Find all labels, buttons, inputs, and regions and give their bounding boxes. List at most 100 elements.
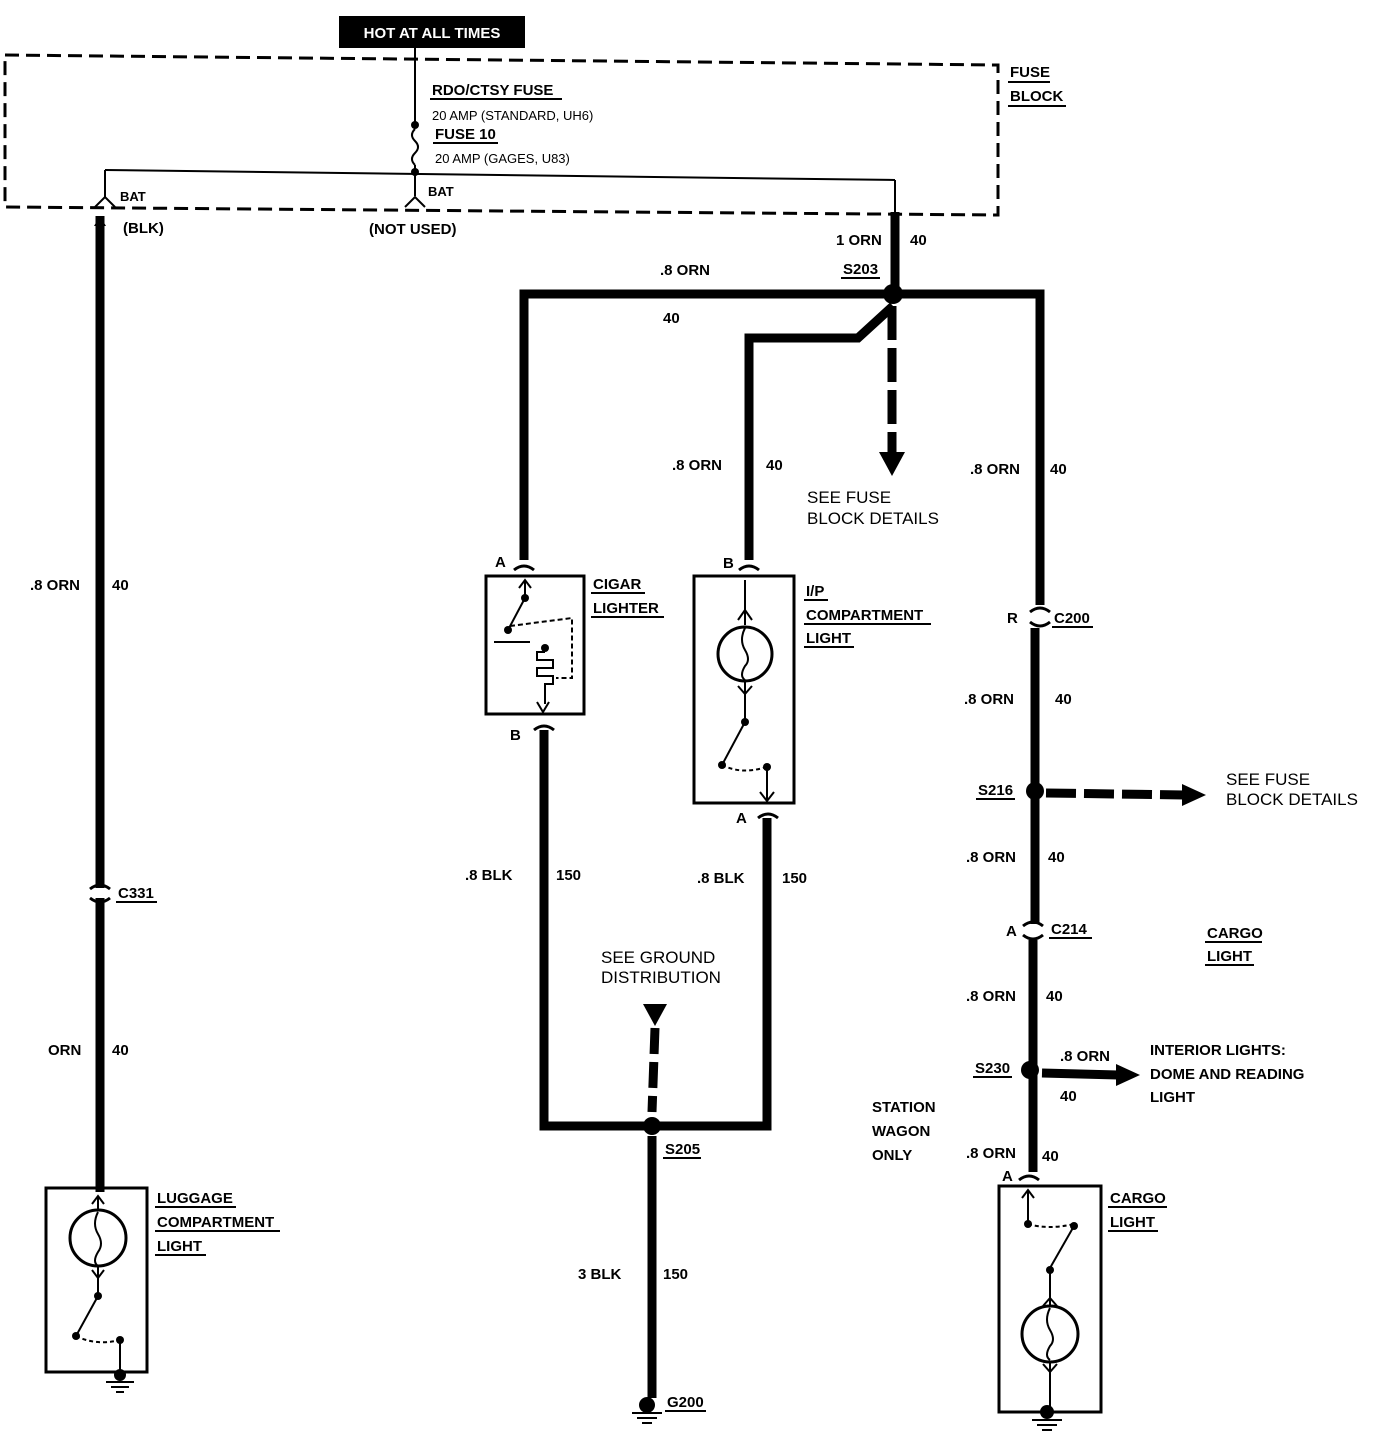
cargo-pin-top: A — [1002, 1168, 1013, 1185]
connector-c200: C200 — [1054, 610, 1090, 627]
right-feed-gauge: .8 ORN — [970, 461, 1020, 478]
ground-loop-wire — [539, 730, 772, 1424]
bulb-icon — [1020, 1304, 1080, 1364]
s230-branch-circuit: 40 — [1060, 1088, 1077, 1105]
ip-ground-circuit: 150 — [782, 870, 807, 887]
switch-icon — [507, 597, 526, 631]
cigar-pin-bottom: B — [510, 727, 521, 744]
luggage-upper-gauge: .8 ORN — [30, 577, 80, 594]
arrow-down-icon — [643, 1004, 667, 1026]
splice-s203-dot — [883, 284, 903, 304]
see-fuse-1-line1: SEE FUSE — [807, 488, 891, 507]
main-feed-circuit: 40 — [910, 232, 927, 249]
bat-terminal-left-icon — [94, 195, 116, 208]
cigar-label-line1: CIGAR — [593, 576, 642, 593]
ip-pin-top: B — [723, 555, 734, 572]
fuse-rating-gages: 20 AMP (GAGES, U83) — [435, 151, 570, 166]
luggage-branch-wire — [89, 216, 111, 1192]
splice-s230: S230 — [975, 1060, 1010, 1077]
fuse-rating-standard: 20 AMP (STANDARD, UH6) — [432, 108, 593, 123]
fuse-block-label-line1: FUSE — [1010, 64, 1050, 81]
luggage-light-component — [44, 1186, 149, 1393]
splice-s216-dot — [1026, 782, 1044, 800]
c200-s216-circuit: 40 — [1055, 691, 1072, 708]
splice-s205-dot — [643, 1117, 661, 1135]
s230-branch-gauge: .8 ORN — [1060, 1048, 1110, 1065]
fuse-block: FUSE BLOCK — [3, 53, 1066, 217]
station-wagon-line3: ONLY — [872, 1147, 912, 1164]
arrow-right-icon — [1116, 1064, 1140, 1086]
luggage-lower-gauge: ORN — [48, 1042, 81, 1059]
splice-s203: S203 — [843, 261, 878, 278]
cigar-lighter-component — [484, 564, 586, 732]
fuse-element-icon — [411, 128, 419, 166]
station-wagon-line1: STATION — [872, 1099, 936, 1116]
cigar-ground-gauge: .8 BLK — [465, 867, 513, 884]
cargo-light-component — [997, 1174, 1103, 1431]
blk-label: (BLK) — [123, 220, 164, 237]
ip-light-component — [692, 564, 796, 820]
right-branch-wire — [1021, 606, 1206, 1172]
ip-ground-gauge: .8 BLK — [697, 870, 745, 887]
ground-icon — [106, 1381, 134, 1393]
cigar-label-line2: LIGHTER — [593, 600, 659, 617]
heater-element-icon — [536, 651, 554, 704]
fuse-internal-wiring — [94, 48, 896, 212]
top-left-circuit: 40 — [663, 310, 680, 327]
main-ground-circuit: 150 — [663, 1266, 688, 1283]
right-feed-circuit: 40 — [1050, 461, 1067, 478]
ip-pin-bottom: A — [736, 810, 747, 827]
bat-terminal-right-icon — [404, 195, 426, 208]
cargo-feed-gauge: .8 ORN — [966, 1145, 1016, 1162]
ground-g200: G200 — [667, 1394, 704, 1411]
luggage-upper-circuit: 40 — [112, 577, 129, 594]
interior-lights-line2: DOME AND READING — [1150, 1066, 1304, 1083]
s216-c214-circuit: 40 — [1048, 849, 1065, 866]
cargo-feed-circuit: 40 — [1042, 1148, 1059, 1165]
hot-at-all-times-banner: HOT AT ALL TIMES — [339, 16, 525, 48]
fuse-block-label-line2: BLOCK — [1010, 88, 1063, 105]
c200-s216-gauge: .8 ORN — [964, 691, 1014, 708]
ground-icon — [1032, 1419, 1062, 1431]
see-fuse-2-line2: BLOCK DETAILS — [1226, 790, 1358, 809]
interior-lights-line3: LIGHT — [1150, 1089, 1195, 1106]
switch-icon — [75, 1295, 99, 1337]
c214-s230-circuit: 40 — [1046, 988, 1063, 1005]
see-fuse-1-line2: BLOCK DETAILS — [807, 509, 939, 528]
luggage-lower-circuit: 40 — [112, 1042, 129, 1059]
bat-label-right: BAT — [428, 184, 454, 199]
ip-label-line3: LIGHT — [806, 630, 851, 647]
cargo-label-line2: LIGHT — [1110, 1214, 1155, 1231]
fuse-name-fuse-10: FUSE 10 — [435, 126, 496, 143]
switch-icon — [721, 721, 746, 766]
switch-icon — [1049, 1225, 1075, 1269]
interior-lights-line1: INTERIOR LIGHTS: — [1150, 1042, 1286, 1059]
not-used-label: (NOT USED) — [369, 221, 457, 238]
cargo-side-label-line1: CARGO — [1207, 925, 1263, 942]
luggage-label-line3: LIGHT — [157, 1238, 202, 1255]
cargo-label-line1: CARGO — [1110, 1190, 1166, 1207]
bat-label-left: BAT — [120, 189, 146, 204]
ip-label-line2: COMPARTMENT — [806, 607, 923, 624]
ip-label-line1: I/P — [806, 583, 824, 600]
splice-s230-dot — [1021, 1061, 1039, 1079]
cargo-side-label-line2: LIGHT — [1207, 948, 1252, 965]
arrow-right-icon — [1182, 784, 1206, 806]
ip-feed-circuit: 40 — [766, 457, 783, 474]
fuse-name-rdo-ctsy: RDO/CTSY FUSE — [432, 82, 553, 99]
c200-pin: R — [1007, 610, 1018, 627]
ground-icon — [632, 1412, 662, 1424]
connector-c214: C214 — [1051, 921, 1088, 938]
connector-c331: C331 — [118, 885, 154, 902]
cigar-ground-circuit: 150 — [556, 867, 581, 884]
see-ground-line1: SEE GROUND — [601, 948, 715, 967]
cigar-pin-top: A — [495, 554, 506, 571]
main-feed-wire — [519, 212, 1045, 605]
arrow-down-icon — [879, 452, 905, 476]
c214-pin: A — [1006, 923, 1017, 940]
c214-s230-gauge: .8 ORN — [966, 988, 1016, 1005]
bulb-icon — [68, 1208, 128, 1268]
hot-at-all-times-label: HOT AT ALL TIMES — [364, 25, 501, 42]
luggage-label-line1: LUGGAGE — [157, 1190, 233, 1207]
